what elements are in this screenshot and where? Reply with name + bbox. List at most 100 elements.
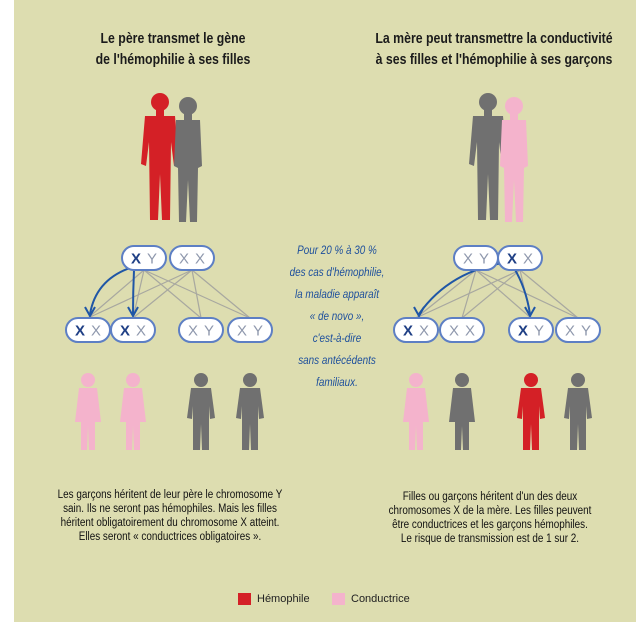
- chromosome-label: Y: [479, 251, 489, 268]
- note-line-4: « de novo »,: [309, 311, 365, 323]
- left-inheritance-line: [132, 269, 145, 319]
- chromosome-label: X: [463, 251, 473, 268]
- right-child-figure-2: [449, 373, 475, 450]
- note-line-3: la maladie apparaît: [294, 289, 380, 301]
- chromosome-label: X: [179, 251, 189, 268]
- right-inheritance-line: [415, 269, 521, 319]
- left-arrow: [89, 267, 131, 315]
- left-arrow: [84, 306, 96, 319]
- chromosome-label: X: [403, 323, 413, 340]
- note-line-6: sans antécédents: [298, 355, 376, 367]
- right-inheritance-line: [475, 269, 532, 319]
- note-line-5: c'est-à-dire: [312, 333, 362, 345]
- right-inheritance-line: [475, 269, 579, 319]
- legend-swatch-conductrice: [332, 593, 345, 605]
- left-title-line-1: Le père transmet le gène: [100, 30, 246, 47]
- chromosome-label: X: [419, 323, 429, 340]
- right-caption-line-1: Filles ou garçons héritent d'un des deux: [402, 491, 578, 503]
- de-novo-note: Pour 20 % à 30 % des cas d'hémophilie, l…: [273, 240, 402, 394]
- left-inheritance-line: [87, 269, 193, 319]
- chromosome-label: X: [507, 251, 517, 268]
- right-caption-line-4: Le risque de transmission est de 1 sur 2…: [400, 533, 580, 545]
- legend-swatch-hemophile: [238, 593, 251, 605]
- left-child-figure-4: [236, 373, 264, 450]
- right-arrow: [524, 306, 536, 319]
- left-child-figure-3: [187, 373, 215, 450]
- left-child-figure-1: [75, 373, 101, 450]
- chromosome-label: X: [120, 323, 130, 340]
- left-father-figure: [141, 93, 179, 220]
- right-title-line-1: La mère peut transmettre la conductivité: [375, 30, 613, 47]
- left-caption-line-1: Les garçons héritent de leur père le chr…: [57, 489, 283, 501]
- left-title: Le père transmet le gène de l'hémophilie…: [79, 28, 268, 70]
- left-caption-line-3: héritent obligatoirement du chromosome X…: [60, 517, 280, 529]
- right-arrow: [513, 267, 531, 315]
- left-inheritance-line: [143, 269, 202, 319]
- chromosome-label: X: [237, 323, 247, 340]
- chromosome-label: Y: [204, 323, 214, 340]
- left-caption-line-4: Elles seront « conductrices obligatoires…: [78, 531, 262, 543]
- people-figures: [75, 93, 592, 450]
- left-mother-figure: [174, 97, 202, 222]
- legend-label-hemophile: Hémophile: [257, 593, 310, 605]
- right-title-line-2: à ses filles et l'hémophilie à ses garço…: [375, 51, 613, 68]
- right-inheritance-line: [519, 269, 579, 319]
- note-line-7: familiaux.: [316, 377, 358, 389]
- left-arrow: [132, 269, 135, 315]
- left-inheritance-line: [191, 269, 251, 319]
- right-caption-line-3: être conductrices et les garçons hémophi…: [392, 519, 588, 531]
- legend-item-conductrice: Conductrice: [332, 593, 410, 605]
- right-child-figure-1: [403, 373, 429, 450]
- chromosome-label: X: [465, 323, 475, 340]
- legend-item-hemophile: Hémophile: [238, 593, 310, 605]
- chromosome-label: X: [518, 323, 528, 340]
- left-caption-line-2: sain. Ils ne seront pas hémophiles. Mais…: [63, 503, 277, 515]
- chromosome-label: Y: [581, 323, 591, 340]
- legend-label-conductrice: Conductrice: [351, 593, 410, 605]
- chromosome-label: X: [195, 251, 205, 268]
- left-inheritance-line: [132, 269, 193, 319]
- right-inheritance-line: [461, 269, 521, 319]
- chromosome-label: X: [449, 323, 459, 340]
- chromosome-label: X: [131, 251, 141, 268]
- note-line-2: des cas d'hémophilie,: [289, 267, 385, 279]
- chromosome-label: X: [188, 323, 198, 340]
- right-arrow: [413, 306, 425, 319]
- chromosome-label: X: [565, 323, 575, 340]
- left-child-figure-2: [120, 373, 146, 450]
- left-title-line-2: de l'hémophilie à ses filles: [95, 51, 251, 68]
- chromosome-label: Y: [147, 251, 157, 268]
- right-title: La mère peut transmettre la conductivité…: [371, 28, 617, 70]
- right-inheritance-line: [415, 269, 477, 319]
- right-caption-line-2: chromosomes X de la mère. Les filles peu…: [388, 505, 592, 517]
- left-caption: Les garçons héritent de leur père le chr…: [41, 488, 299, 544]
- note-line-1: Pour 20 % à 30 %: [297, 245, 377, 257]
- right-caption: Filles ou garçons héritent d'un des deux…: [370, 490, 611, 546]
- right-child-figure-4: [564, 373, 592, 450]
- chromosome-label: Y: [253, 323, 263, 340]
- right-father-figure: [469, 93, 507, 220]
- chromosome-label: Y: [534, 323, 544, 340]
- left-inheritance-line: [191, 269, 202, 319]
- chromosome-label: X: [91, 323, 101, 340]
- left-arrow: [127, 306, 139, 319]
- right-mother-figure: [500, 97, 528, 222]
- chromosome-label: X: [523, 251, 533, 268]
- right-child-figure-3: [517, 373, 545, 450]
- chromosome-label: X: [75, 323, 85, 340]
